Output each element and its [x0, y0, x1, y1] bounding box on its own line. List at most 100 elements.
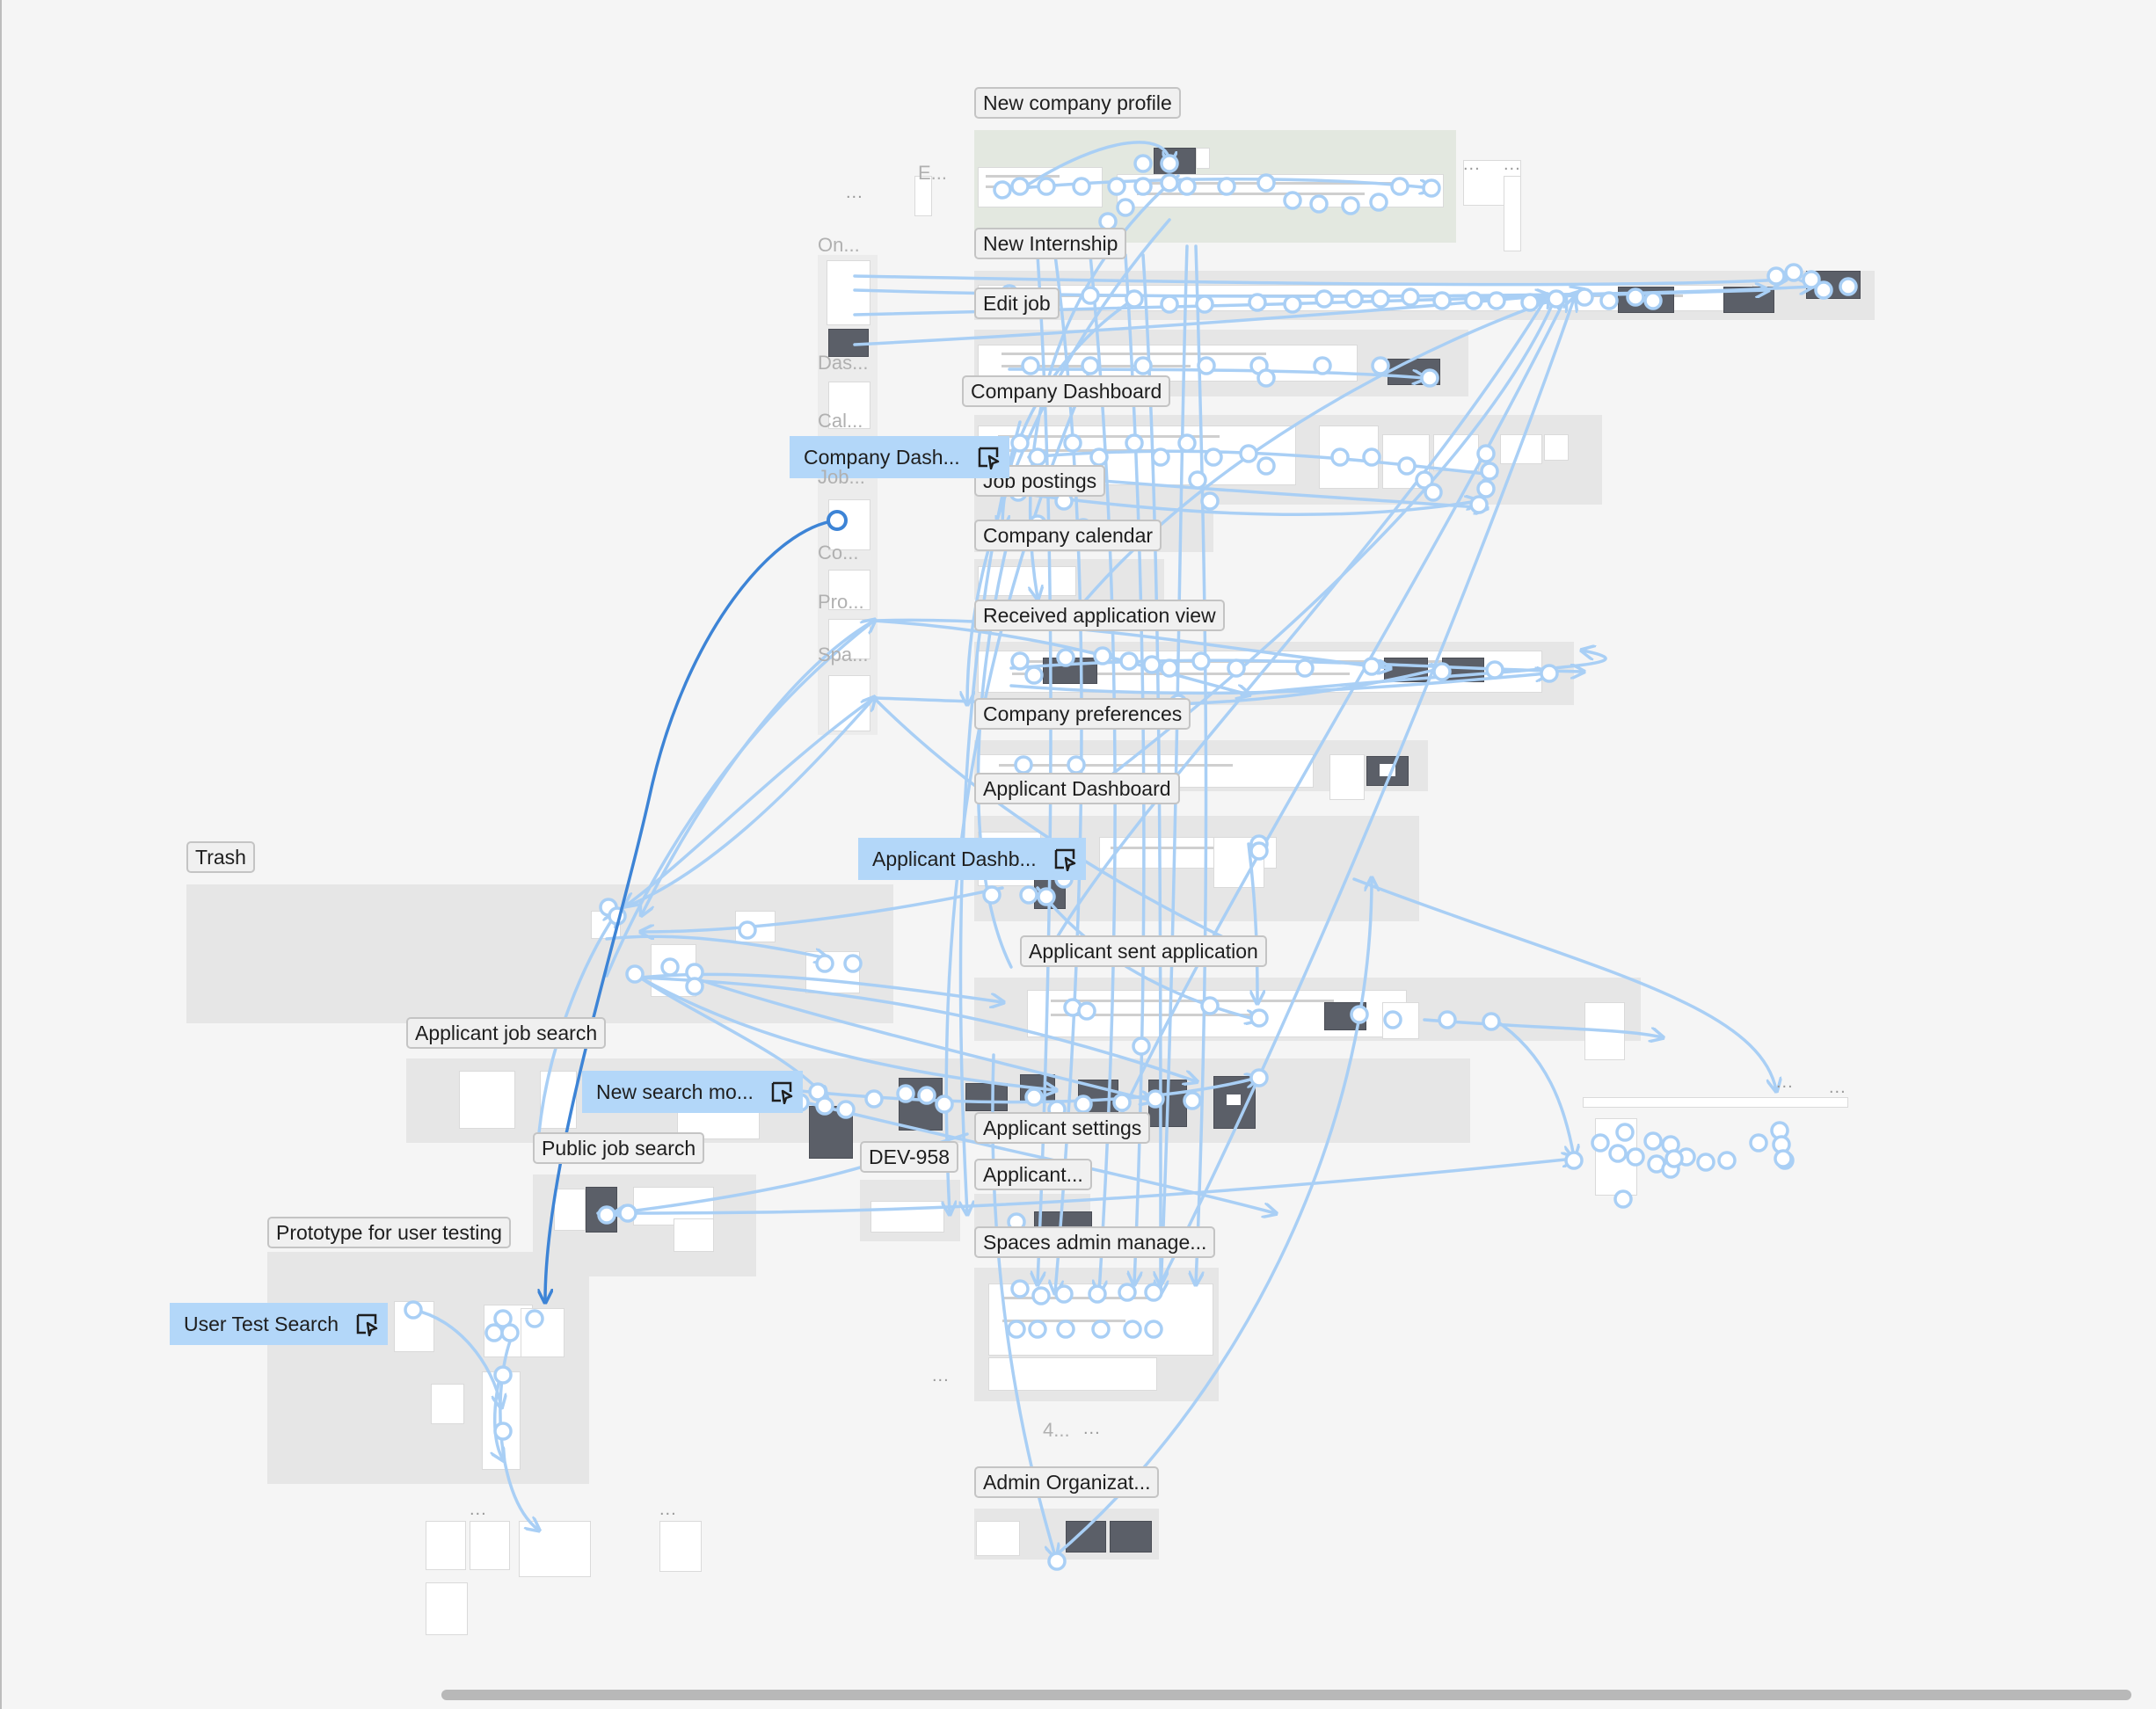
- screen-frame[interactable]: [521, 1308, 564, 1357]
- ghost-label[interactable]: ...: [659, 1500, 677, 1519]
- connection-hotspot[interactable]: [1564, 1151, 1584, 1170]
- ghost-label[interactable]: 4...: [1043, 1419, 1070, 1441]
- screen-frame[interactable]: [978, 566, 1076, 596]
- connection-hotspot[interactable]: [1749, 1133, 1768, 1153]
- screen-frame[interactable]: [735, 911, 776, 942]
- section-label-applicant-sent-application[interactable]: Applicant sent application: [1020, 935, 1267, 967]
- screen-frame[interactable]: [394, 1301, 434, 1352]
- screen-frame[interactable]: [828, 675, 870, 731]
- screen-frame[interactable]: [470, 1521, 510, 1570]
- screen-frame[interactable]: [965, 1083, 1008, 1111]
- horizontal-scrollbar[interactable]: [441, 1690, 2131, 1700]
- screen-frame[interactable]: [1382, 434, 1430, 489]
- screen-frame[interactable]: [591, 911, 621, 939]
- ghost-label[interactable]: Job...: [818, 466, 865, 488]
- screen-frame[interactable]: [1110, 1521, 1152, 1553]
- screen-frame[interactable]: [1806, 271, 1861, 299]
- ghost-label[interactable]: Das...: [818, 352, 869, 374]
- flow-start-new-search-mode[interactable]: New search mo...: [582, 1071, 803, 1113]
- play-frame-icon[interactable]: [1053, 847, 1077, 871]
- section-label-spaces-admin-management[interactable]: Spaces admin manage...: [974, 1226, 1216, 1258]
- screen-frame[interactable]: [1388, 359, 1440, 385]
- section-prototype-for-user-testing[interactable]: [267, 1252, 589, 1484]
- section-label-company-preferences[interactable]: Company preferences: [974, 698, 1191, 730]
- connection-hotspot[interactable]: [1661, 1160, 1680, 1179]
- section-label-dev-958[interactable]: DEV-958: [860, 1141, 959, 1173]
- screen-frame[interactable]: [1324, 1002, 1366, 1030]
- ghost-label[interactable]: ...: [1083, 1419, 1101, 1438]
- section-label-applicant-dashboard[interactable]: Applicant Dashboard: [974, 773, 1180, 804]
- ghost-label[interactable]: ...: [846, 183, 863, 202]
- screen-frame[interactable]: [1583, 1097, 1848, 1108]
- connection-hotspot[interactable]: [1696, 1153, 1715, 1172]
- screen-frame[interactable]: [1442, 658, 1484, 682]
- screen-frame[interactable]: [1500, 434, 1542, 464]
- ghost-label[interactable]: Pro...: [818, 591, 864, 613]
- section-label-applicant-truncated[interactable]: Applicant...: [974, 1159, 1092, 1190]
- section-label-new-internship[interactable]: New Internship: [974, 228, 1127, 259]
- screen-frame[interactable]: [482, 1371, 521, 1470]
- connection-hotspot[interactable]: [1772, 1135, 1791, 1154]
- section-trash[interactable]: [186, 884, 893, 1023]
- connection-hotspot[interactable]: [1774, 1149, 1793, 1168]
- screen-frame[interactable]: [519, 1521, 591, 1577]
- section-label-new-company-profile[interactable]: New company profile: [974, 87, 1181, 119]
- screen-frame[interactable]: [914, 176, 932, 216]
- screen-frame[interactable]: [828, 382, 870, 429]
- screen-frame[interactable]: [988, 1284, 1213, 1356]
- screen-frame[interactable]: [827, 260, 870, 325]
- screen-frame[interactable]: [1213, 1076, 1256, 1129]
- screen-frame[interactable]: [1196, 148, 1210, 169]
- screen-frame[interactable]: [1382, 1002, 1419, 1039]
- screen-frame[interactable]: [1020, 1074, 1055, 1102]
- ghost-label[interactable]: Spa...: [818, 644, 869, 665]
- ghost-label[interactable]: ...: [470, 1500, 487, 1519]
- screen-frame[interactable]: [426, 1521, 466, 1570]
- flow-start-company-dashboard[interactable]: Company Dash...: [790, 436, 1009, 478]
- screen-frame[interactable]: [659, 1521, 702, 1572]
- ghost-label[interactable]: ...: [1829, 1078, 1846, 1097]
- screen-frame[interactable]: [540, 1071, 577, 1129]
- screen-frame[interactable]: [1544, 434, 1569, 461]
- screen-frame[interactable]: [1595, 1118, 1637, 1196]
- screen-frame[interactable]: [426, 1582, 468, 1635]
- screen-frame[interactable]: [978, 167, 1103, 207]
- screen-frame[interactable]: [809, 1106, 853, 1159]
- connection-hotspot[interactable]: [1717, 1151, 1737, 1170]
- section-label-applicant-job-search[interactable]: Applicant job search: [406, 1017, 607, 1049]
- section-label-company-dashboard[interactable]: Company Dashboard: [962, 375, 1171, 407]
- screen-frame[interactable]: [1319, 425, 1379, 489]
- section-label-public-job-search[interactable]: Public job search: [533, 1132, 705, 1164]
- connection-hotspot[interactable]: [1643, 1131, 1663, 1151]
- connection-hotspot[interactable]: [1664, 1149, 1684, 1168]
- section-label-company-calendar[interactable]: Company calendar: [974, 520, 1162, 551]
- connection-hotspot[interactable]: [1775, 1151, 1795, 1170]
- screen-frame[interactable]: [1148, 1080, 1187, 1127]
- screen-frame[interactable]: [899, 1078, 943, 1131]
- screen-frame[interactable]: [1618, 287, 1674, 313]
- screen-frame[interactable]: [1043, 658, 1097, 684]
- ghost-label[interactable]: Co...: [818, 542, 859, 564]
- section-label-received-application-view[interactable]: Received application view: [974, 600, 1225, 631]
- ghost-label[interactable]: Cal...: [818, 410, 863, 432]
- ghost-label[interactable]: On...: [818, 234, 860, 256]
- screen-frame[interactable]: [1433, 434, 1479, 471]
- section-label-edit-job[interactable]: Edit job: [974, 287, 1060, 319]
- screen-frame[interactable]: [870, 1201, 944, 1233]
- screen-frame[interactable]: [1584, 1002, 1625, 1060]
- play-frame-icon[interactable]: [976, 445, 1001, 469]
- screen-frame[interactable]: [1384, 658, 1428, 682]
- connection-hotspot[interactable]: [1770, 1121, 1789, 1140]
- screen-frame[interactable]: [988, 1357, 1157, 1391]
- screen-frame[interactable]: [1154, 148, 1196, 176]
- play-frame-icon[interactable]: [354, 1312, 379, 1336]
- screen-frame[interactable]: [651, 944, 696, 997]
- connection-hotspot[interactable]: [1661, 1135, 1680, 1154]
- screen-frame[interactable]: [1066, 1521, 1106, 1553]
- screen-frame[interactable]: [1329, 754, 1365, 800]
- screen-frame[interactable]: [1213, 837, 1264, 888]
- ghost-label[interactable]: ...: [1504, 155, 1521, 174]
- connection-hotspot[interactable]: [1677, 1147, 1696, 1167]
- screen-frame[interactable]: [586, 1187, 617, 1233]
